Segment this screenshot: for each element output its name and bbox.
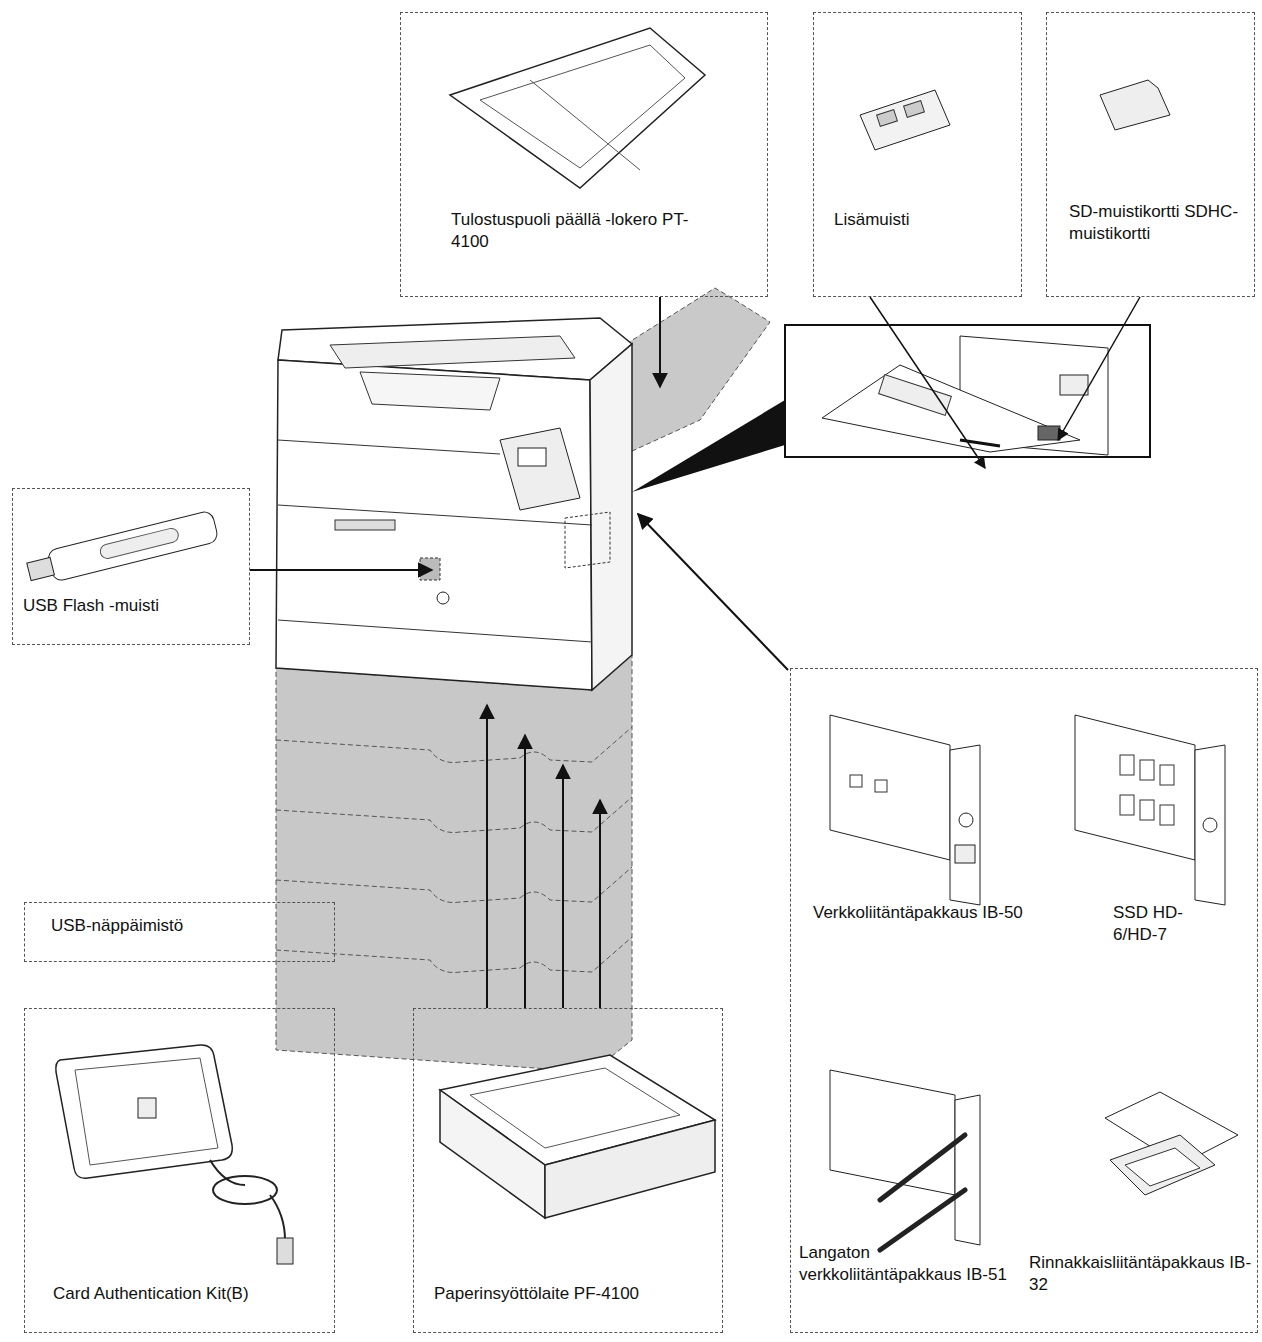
feeder-front [440, 1090, 545, 1218]
output-tray [330, 336, 575, 368]
cassette-line [278, 505, 592, 525]
board-chip [1120, 795, 1134, 815]
feeder-side [545, 1120, 715, 1218]
install-arrow [250, 569, 432, 571]
install-arrow [599, 800, 601, 1008]
board-chip [1140, 760, 1154, 780]
option-label: Tulostuspuoli päällä -lokero PT-4100 [451, 209, 721, 253]
install-arrow [659, 297, 661, 387]
usb-plug [277, 1238, 293, 1264]
tray-inner [480, 45, 685, 168]
usb-stick [25, 510, 219, 587]
card-reader-face [75, 1058, 218, 1165]
option-label: USB Flash -muisti [23, 595, 243, 617]
ssd-bracket [1195, 745, 1225, 905]
board-chip [1140, 800, 1154, 820]
feeder-line [276, 937, 632, 973]
board-chip [1160, 765, 1174, 785]
install-arrow [638, 514, 788, 670]
inset-wedge [632, 400, 785, 492]
reader-cable [210, 1160, 245, 1185]
option-label: Langaton verkkoliitäntäpakkaus IB-51 [799, 1242, 1009, 1286]
connector-pins [1125, 1148, 1200, 1186]
ib50-port [955, 845, 975, 863]
option-label: Card Authentication Kit(B) [53, 1283, 333, 1305]
option-box: USB Flash -muisti [12, 488, 250, 645]
board-chip [879, 375, 952, 416]
option-label: SSD HD-6/HD-7 [1113, 902, 1213, 946]
tray-illustration [450, 28, 705, 188]
antenna [880, 1190, 965, 1250]
tray-rib [530, 80, 640, 170]
ib50-bracket [950, 745, 980, 905]
control-panel [500, 428, 580, 510]
option-box: Tulostuspuoli päällä -lokero PT-4100 [400, 12, 768, 297]
feeder-inner [470, 1068, 680, 1148]
panel-display [518, 448, 546, 466]
ib51-board [830, 1070, 955, 1195]
board-chip [850, 775, 862, 787]
cable-coil [213, 1176, 277, 1204]
ssd-port [1203, 818, 1217, 832]
feeder-line [276, 727, 632, 763]
cassette-line [278, 620, 592, 642]
option-label: Verkkoliitäntäpakkaus IB-50 [813, 902, 1023, 924]
card-symbol [138, 1098, 156, 1118]
printer-front [276, 360, 592, 690]
install-arrow [562, 765, 564, 1008]
printer-side [590, 344, 632, 690]
install-arrow [1058, 297, 1140, 440]
memory-chip [904, 101, 925, 118]
cassette-handle [335, 520, 395, 530]
option-box: USB-näppäimistö [24, 902, 335, 962]
board-chip [875, 780, 887, 792]
option-box: Lisämuisti [813, 12, 1022, 297]
ib50-board [830, 715, 950, 860]
card-reader [56, 1045, 232, 1178]
install-arrow [486, 705, 488, 1008]
usb-plug [27, 557, 55, 580]
lan-port [1060, 375, 1088, 395]
sd-slot [1038, 426, 1060, 440]
controller-board [822, 365, 1080, 452]
feeder-line [276, 797, 632, 833]
feeder-line [276, 867, 632, 903]
feeder-ghost [276, 655, 632, 1072]
option-label: USB-näppäimistö [51, 915, 321, 937]
memory-module [860, 90, 950, 150]
output-flap [360, 372, 500, 410]
usb-grip [99, 527, 180, 560]
board-chip [1160, 805, 1174, 825]
install-arrow [870, 297, 985, 468]
usb-body [46, 510, 219, 582]
parallel-connector [1110, 1135, 1215, 1195]
option-label: Rinnakkaisliitäntäpakkaus IB-32 [1029, 1252, 1257, 1296]
controller-slot [565, 512, 610, 568]
sd-card [1100, 80, 1170, 130]
ssd-board [1075, 715, 1195, 860]
option-box: Card Authentication Kit(B) [24, 1008, 335, 1333]
install-arrow [524, 735, 526, 1008]
cover-line [278, 440, 500, 454]
ib50-port [959, 813, 973, 827]
ib51-bracket [955, 1095, 980, 1245]
option-label: Paperinsyöttölaite PF-4100 [434, 1283, 719, 1305]
option-box: Verkkoliitäntäpakkaus IB-50 SSD HD-6/HD-7… [790, 668, 1258, 1333]
reader-cable [270, 1195, 285, 1240]
option-label: Lisämuisti [834, 209, 1014, 231]
option-box: Paperinsyöttölaite PF-4100 [413, 1008, 723, 1333]
inset-frame [785, 325, 1150, 457]
board-chip [1120, 755, 1134, 775]
option-label: SD-muistikortti SDHC-muistikortti [1069, 201, 1249, 245]
option-box: SD-muistikortti SDHC-muistikortti [1046, 12, 1255, 297]
power-button [437, 592, 449, 604]
antenna [880, 1135, 965, 1200]
memory-chip [877, 110, 898, 127]
